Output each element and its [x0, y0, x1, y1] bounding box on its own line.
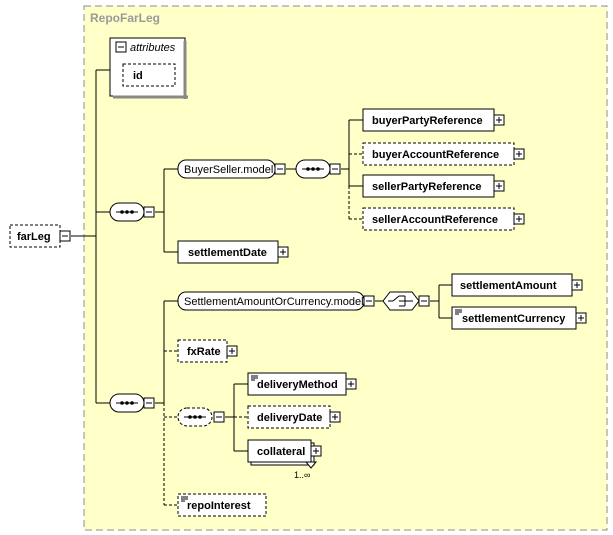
element-settlement-date[interactable]: settlementDate [177, 240, 279, 264]
element-label: buyerAccountReference [372, 149, 499, 161]
group-settlement-collapse-toggle[interactable] [363, 295, 375, 307]
expand-toggle[interactable] [575, 312, 587, 324]
connector-lines [71, 69, 452, 506]
collateral-cardinality: 1..∞ [294, 470, 310, 480]
element-label: fxRate [187, 346, 221, 358]
expand-toggle[interactable] [226, 345, 238, 357]
simple-type-icon [251, 375, 258, 381]
sequence-compositor[interactable] [177, 407, 213, 427]
expand-toggle[interactable] [310, 445, 322, 457]
expand-toggle[interactable] [513, 148, 525, 160]
element-label: settlementAmount [460, 280, 557, 292]
type-title: RepoFarLeg [90, 11, 160, 25]
element-collateral[interactable]: collateral [247, 439, 315, 466]
element-label: buyerPartyReference [372, 115, 483, 127]
root-element-farleg[interactable]: farLeg [9, 224, 61, 248]
sequence-collapse-toggle[interactable] [329, 163, 341, 175]
occurrence-marker [304, 461, 318, 469]
element-label: repoInterest [187, 500, 251, 512]
element-label: deliveryDate [257, 412, 322, 424]
sequence-compositor[interactable] [109, 393, 145, 413]
group-buyerseller-collapse-toggle[interactable] [274, 163, 286, 175]
root-element-label: farLeg [17, 231, 51, 243]
expand-toggle[interactable] [493, 114, 505, 126]
choice-collapse-toggle[interactable] [418, 295, 430, 307]
sequence-compositor[interactable] [109, 202, 145, 222]
element-delivery-date[interactable]: deliveryDate [247, 405, 331, 429]
attributes-collapse-toggle[interactable] [115, 41, 127, 53]
choice-compositor[interactable] [382, 291, 420, 311]
group-buyerseller-label: BuyerSeller.model [184, 164, 273, 176]
element-fx-rate[interactable]: fxRate [177, 339, 228, 363]
expand-toggle[interactable] [345, 378, 357, 390]
attributes-title: attributes [130, 42, 176, 54]
sequence-collapse-toggle[interactable] [143, 206, 155, 218]
expand-toggle[interactable] [329, 411, 341, 423]
element-label: sellerPartyReference [372, 181, 481, 193]
attribute-id-label: id [133, 70, 143, 82]
element-label: sellerAccountReference [372, 214, 498, 226]
sequence-collapse-toggle[interactable] [143, 397, 155, 409]
expand-toggle[interactable] [493, 180, 505, 192]
element-label: settlementCurrency [462, 313, 566, 325]
element-seller-account-reference[interactable]: sellerAccountReference [362, 207, 515, 231]
element-buyer-account-reference[interactable]: buyerAccountReference [362, 142, 515, 166]
group-settlement-amount-or-currency-model[interactable]: SettlementAmountOrCurrency.model [177, 291, 365, 311]
sequence-compositor[interactable] [295, 159, 331, 179]
element-settlement-amount[interactable]: settlementAmount [451, 273, 573, 297]
simple-type-icon [455, 309, 462, 315]
group-buyerseller-model[interactable]: BuyerSeller.model [177, 159, 276, 179]
element-label: collateral [257, 446, 305, 458]
element-buyer-party-reference[interactable]: buyerPartyReference [362, 108, 495, 132]
root-collapse-toggle[interactable] [59, 230, 71, 242]
sequence-collapse-toggle[interactable] [213, 411, 225, 423]
element-label: deliveryMethod [257, 379, 338, 391]
expand-toggle[interactable] [571, 279, 583, 291]
expand-toggle[interactable] [513, 213, 525, 225]
group-settlement-label: SettlementAmountOrCurrency.model [184, 296, 364, 308]
element-seller-party-reference[interactable]: sellerPartyReference [362, 174, 495, 198]
attribute-id[interactable]: id [122, 63, 176, 87]
element-settlement-currency[interactable]: settlementCurrency [451, 306, 577, 330]
expand-toggle[interactable] [277, 246, 289, 258]
element-delivery-method[interactable]: deliveryMethod [247, 372, 347, 396]
element-label: settlementDate [188, 247, 267, 259]
simple-type-icon [181, 496, 188, 502]
element-repo-interest[interactable]: repoInterest [177, 493, 267, 517]
